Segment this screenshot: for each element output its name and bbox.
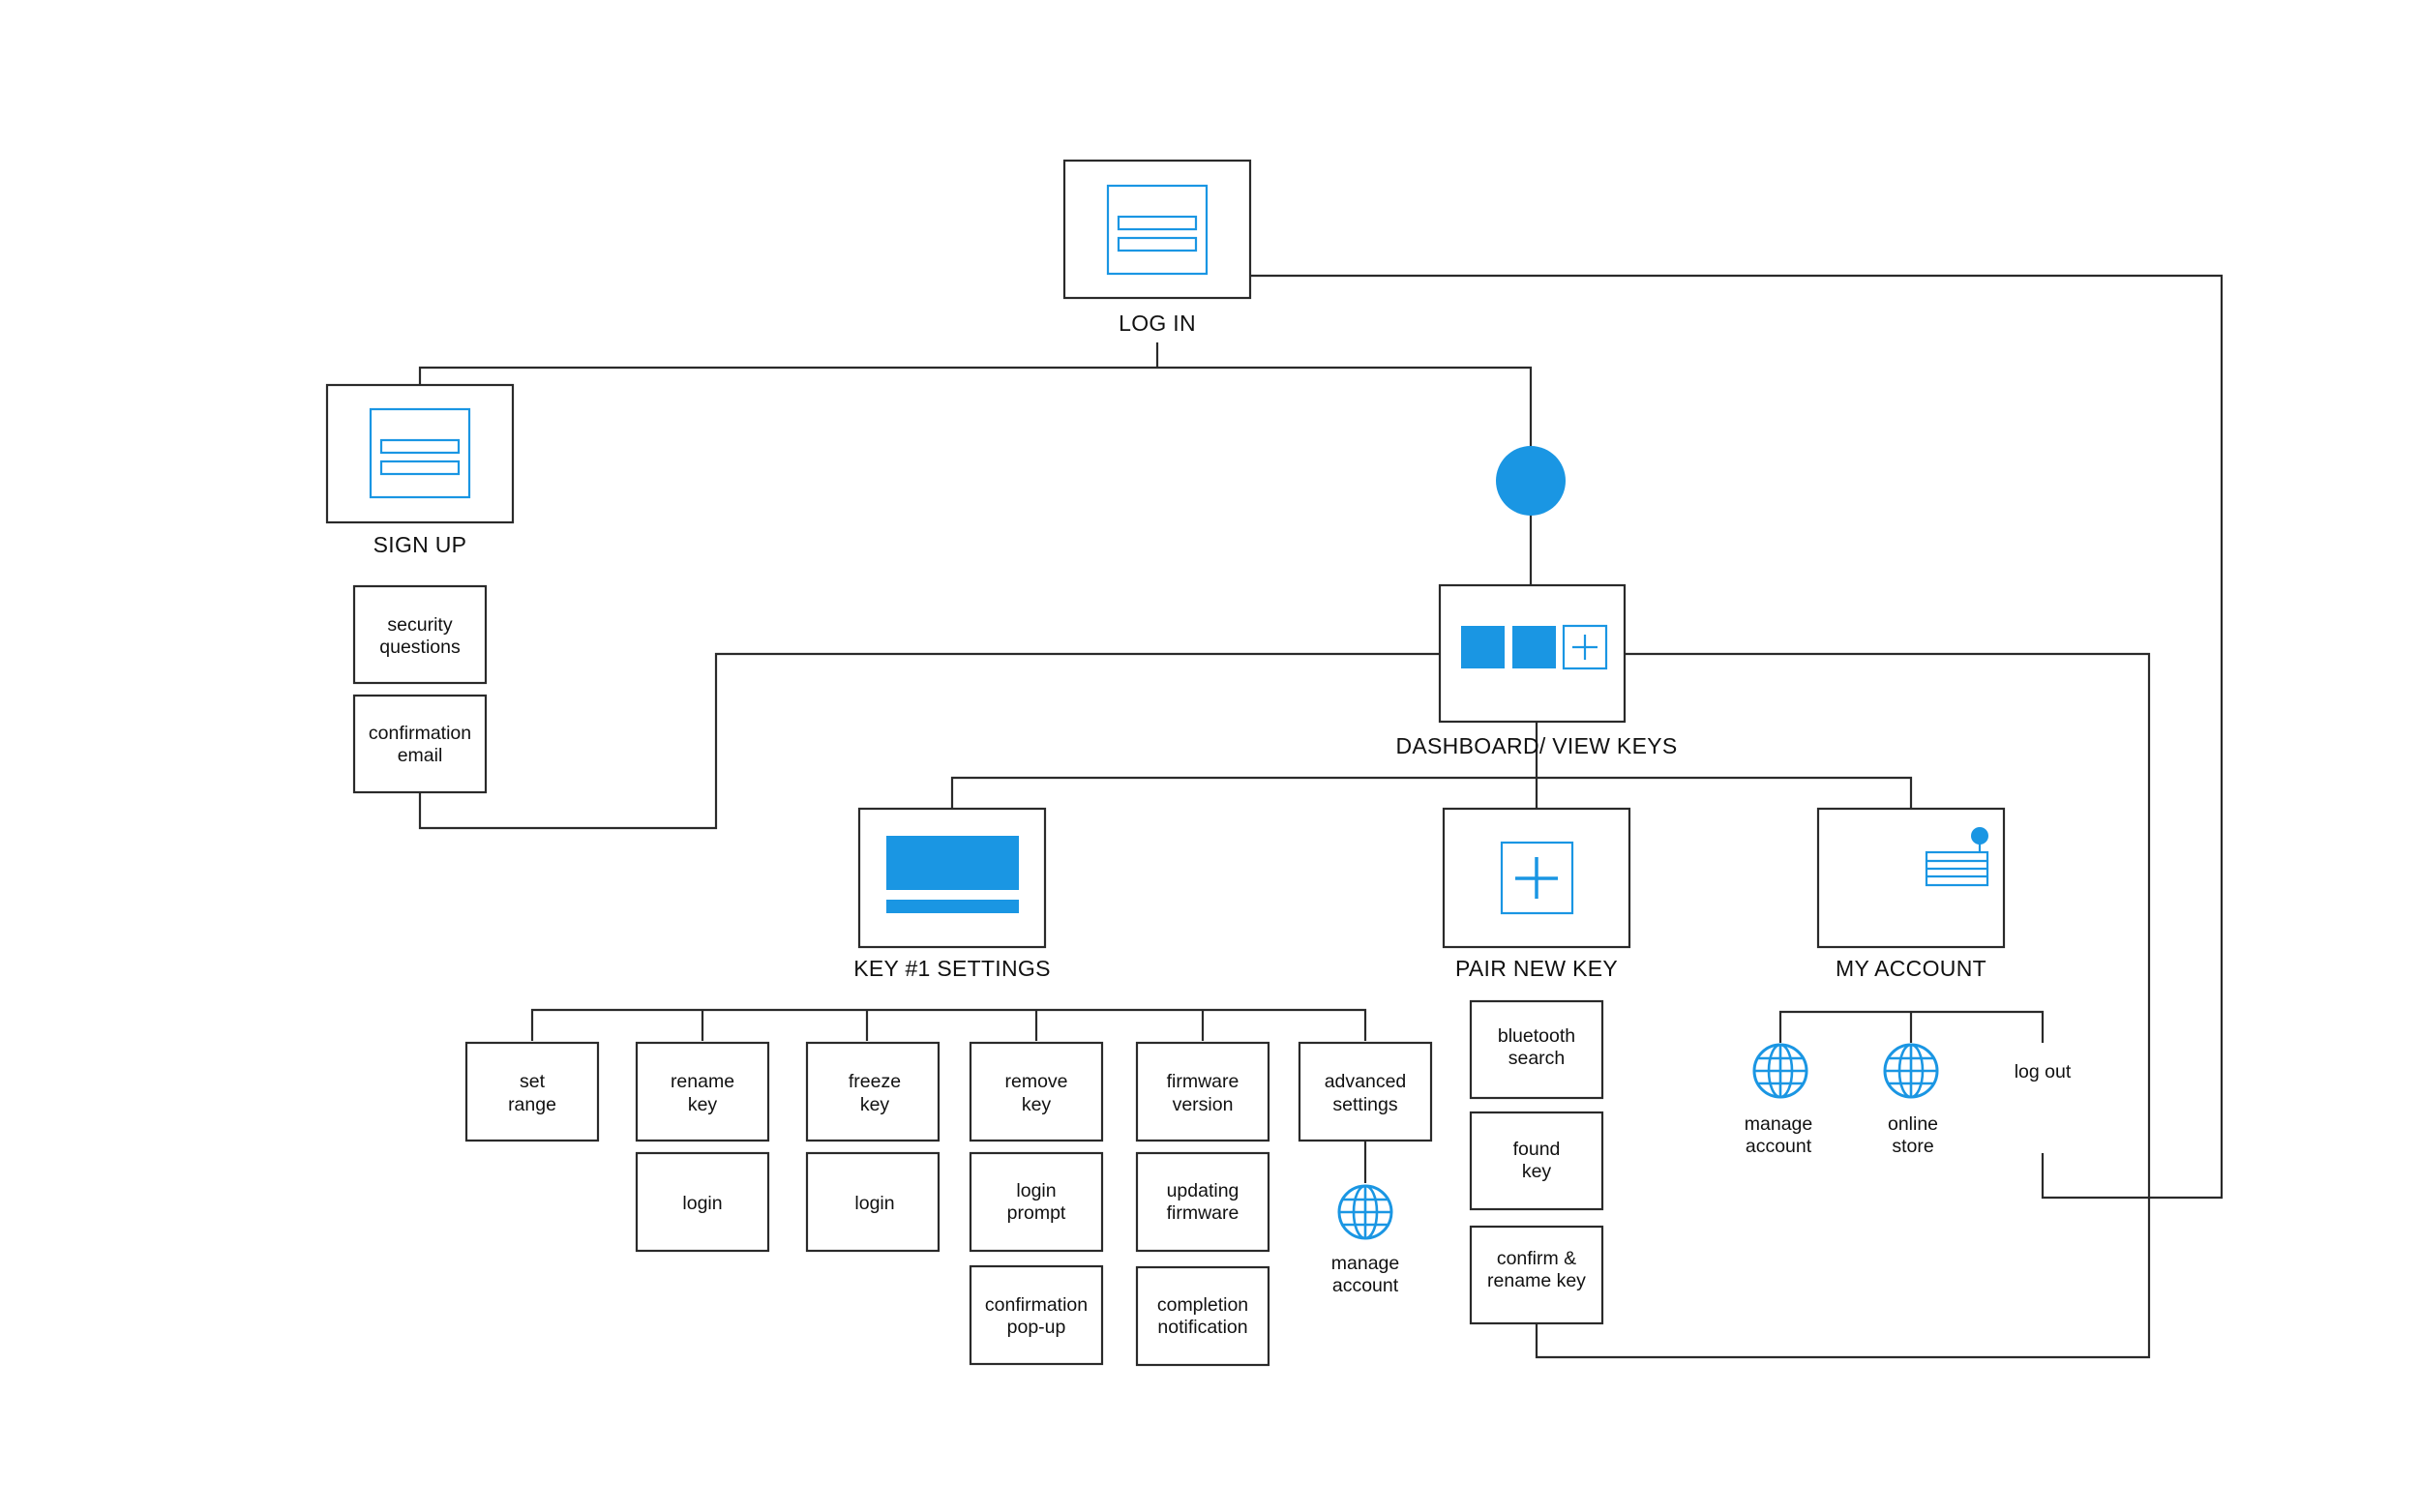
svg-text:pop-up: pop-up: [1007, 1317, 1066, 1338]
signup-title: SIGN UP: [373, 532, 467, 557]
advanced-manage-account-link[interactable]: manage account: [1331, 1184, 1399, 1296]
login-title: LOG IN: [1119, 311, 1196, 336]
svg-text:key: key: [1022, 1094, 1052, 1115]
svg-text:security: security: [387, 614, 452, 636]
login-form-icon: [1106, 184, 1209, 276]
svg-text:search: search: [1508, 1048, 1566, 1069]
signup-screen[interactable]: SIGN UP: [325, 383, 515, 557]
my-account-screen[interactable]: MY ACCOUNT: [1816, 807, 2006, 981]
svg-text:login: login: [854, 1193, 894, 1214]
login-screen[interactable]: LOG IN: [1062, 159, 1252, 336]
svg-text:notification: notification: [1157, 1317, 1247, 1338]
firmware-updating-step[interactable]: updating firmware: [1135, 1151, 1270, 1253]
svg-text:store: store: [1892, 1136, 1933, 1157]
add-key-icon: [1562, 624, 1608, 670]
pair-new-key-title: PAIR NEW KEY: [1455, 956, 1618, 981]
svg-text:rename: rename: [671, 1071, 734, 1092]
svg-text:key: key: [860, 1094, 890, 1115]
account-item-online-store[interactable]: online store: [1883, 1043, 1939, 1157]
freeze-key-login-step[interactable]: login: [805, 1151, 941, 1253]
key-tile-icon: [1461, 626, 1505, 668]
dashboard-screen[interactable]: DASHBOARD/ VIEW KEYS: [1395, 583, 1677, 758]
account-list-icon: [1925, 827, 1989, 887]
svg-text:prompt: prompt: [1007, 1202, 1066, 1224]
svg-text:firmware: firmware: [1167, 1071, 1239, 1092]
account-item-log-out[interactable]: log out: [2015, 1061, 2072, 1082]
signup-form-icon: [369, 407, 471, 499]
rename-key-login-step[interactable]: login: [635, 1151, 770, 1253]
remove-key-confirmation-popup-step[interactable]: confirmation pop-up: [969, 1264, 1104, 1366]
globe-icon: [1883, 1043, 1939, 1099]
settings-option-set-range[interactable]: set range: [464, 1041, 600, 1142]
firmware-completion-notification-step[interactable]: completion notification: [1135, 1265, 1270, 1367]
svg-text:key: key: [1522, 1161, 1552, 1182]
svg-text:set: set: [520, 1071, 546, 1092]
dashboard-title: DASHBOARD/ VIEW KEYS: [1395, 733, 1677, 758]
svg-text:manage: manage: [1745, 1113, 1812, 1135]
svg-text:manage: manage: [1331, 1253, 1399, 1274]
svg-text:found: found: [1513, 1139, 1561, 1160]
key-tile-icon: [1512, 626, 1556, 668]
svg-text:login: login: [1016, 1180, 1056, 1201]
settings-option-freeze-key[interactable]: freeze key: [805, 1041, 941, 1142]
svg-text:key: key: [688, 1094, 718, 1115]
pair-step-bluetooth-search[interactable]: bluetooth search: [1469, 999, 1604, 1100]
account-item-manage-account[interactable]: manage account: [1745, 1043, 1812, 1157]
pair-step-confirm-rename-key[interactable]: confirm & rename key: [1469, 1225, 1604, 1325]
svg-text:remove: remove: [1004, 1071, 1067, 1092]
key-settings-screen[interactable]: KEY #1 SETTINGS: [853, 807, 1050, 981]
svg-text:login: login: [682, 1193, 722, 1214]
svg-text:log out: log out: [2015, 1061, 2072, 1082]
svg-text:advanced: advanced: [1325, 1071, 1407, 1092]
svg-text:freeze: freeze: [849, 1071, 901, 1092]
settings-option-remove-key[interactable]: remove key: [969, 1041, 1104, 1142]
svg-text:confirmation: confirmation: [369, 723, 471, 744]
svg-text:firmware: firmware: [1167, 1202, 1239, 1224]
pair-new-key-screen[interactable]: PAIR NEW KEY: [1442, 807, 1631, 981]
svg-text:questions: questions: [379, 637, 461, 658]
pair-step-found-key[interactable]: found key: [1469, 1111, 1604, 1211]
svg-text:online: online: [1888, 1113, 1938, 1135]
svg-text:completion: completion: [1157, 1294, 1248, 1316]
svg-text:settings: settings: [1332, 1094, 1397, 1115]
settings-option-rename-key[interactable]: rename key: [635, 1041, 770, 1142]
globe-icon: [1752, 1043, 1808, 1099]
signup-step-security-questions[interactable]: security questions: [352, 584, 488, 685]
globe-icon: [1337, 1184, 1393, 1240]
svg-text:email: email: [398, 745, 443, 766]
svg-text:confirmation: confirmation: [985, 1294, 1088, 1316]
remove-key-login-prompt-step[interactable]: login prompt: [969, 1151, 1104, 1253]
connector-lines: [418, 274, 2224, 1359]
my-account-title: MY ACCOUNT: [1836, 956, 1986, 981]
settings-option-firmware-version[interactable]: firmware version: [1135, 1041, 1270, 1142]
key-settings-title: KEY #1 SETTINGS: [853, 956, 1050, 981]
plus-icon: [1500, 841, 1574, 915]
svg-text:rename key: rename key: [1487, 1270, 1586, 1291]
svg-text:confirm &: confirm &: [1497, 1248, 1576, 1269]
svg-text:account: account: [1332, 1275, 1399, 1296]
svg-text:account: account: [1746, 1136, 1812, 1157]
key-banner-icon: [886, 836, 1019, 890]
svg-text:range: range: [508, 1094, 556, 1115]
svg-text:bluetooth: bluetooth: [1498, 1025, 1575, 1047]
signup-step-confirmation-email[interactable]: confirmation email: [352, 694, 488, 794]
authenticated-node: [1496, 446, 1566, 516]
svg-text:updating: updating: [1167, 1180, 1239, 1201]
settings-option-advanced-settings[interactable]: advanced settings: [1298, 1041, 1433, 1142]
svg-text:version: version: [1173, 1094, 1234, 1115]
